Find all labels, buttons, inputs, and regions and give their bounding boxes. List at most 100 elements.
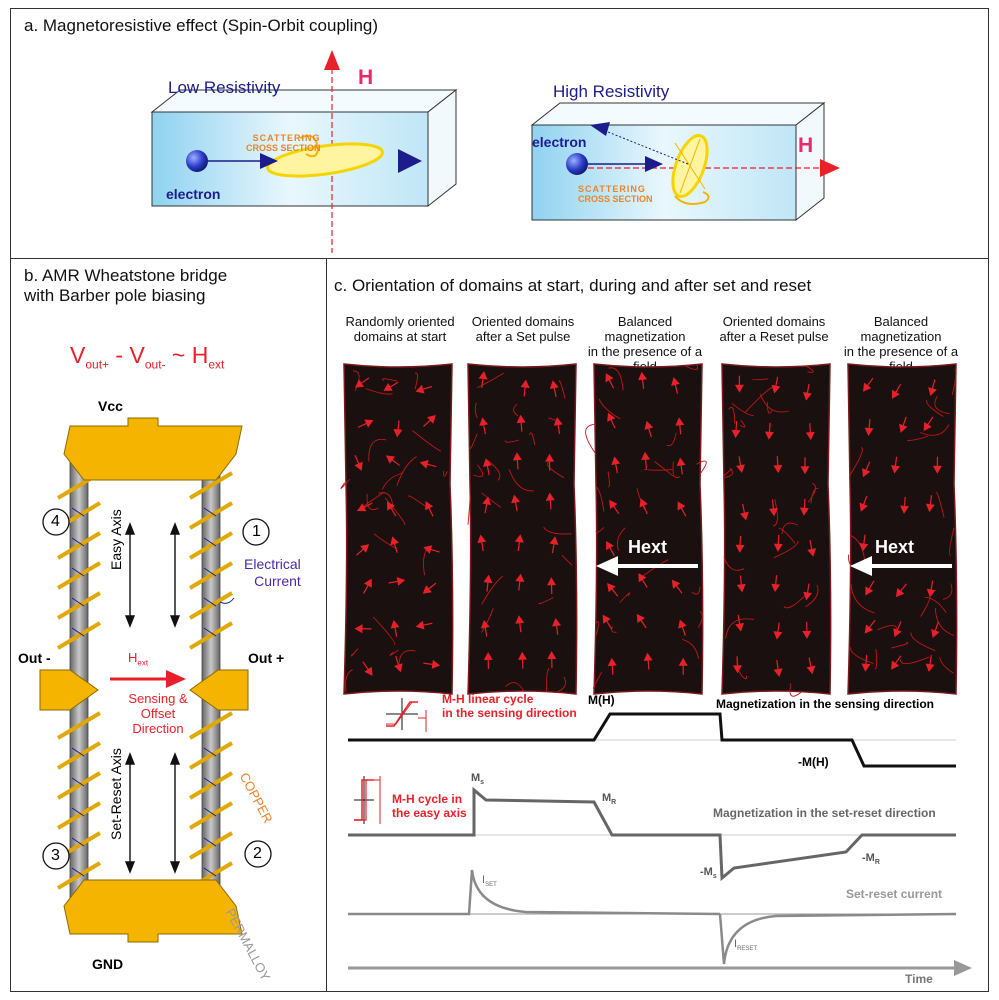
domain-arrow	[644, 420, 654, 438]
domain-wall	[389, 649, 399, 656]
domain-arrow	[638, 371, 648, 389]
domain-wall	[365, 388, 393, 395]
domain-wall	[556, 676, 566, 693]
domain-wall	[585, 423, 597, 455]
domain-wall	[513, 403, 519, 417]
domain-arrow	[799, 498, 809, 516]
domain-arrow	[865, 580, 875, 596]
domain-wall	[619, 592, 631, 603]
domain-wall	[561, 554, 573, 566]
domain-arrow	[862, 461, 871, 478]
domain-wall	[949, 527, 955, 557]
domain-arrow	[516, 414, 526, 432]
domain-wall	[849, 646, 874, 665]
domain-arrow	[354, 624, 372, 634]
domain-arrow	[931, 621, 940, 639]
domain-wall	[685, 364, 698, 370]
domain-wall	[643, 468, 673, 471]
domain-arrow	[602, 614, 613, 630]
domain-arrow	[607, 412, 616, 429]
domain-arrow	[425, 501, 434, 517]
domain-arrow	[740, 503, 749, 521]
domain-wall	[805, 365, 814, 373]
vcc-pad	[63, 417, 243, 481]
electrical-current-label: Electrical Current	[244, 556, 301, 589]
set-reset-direction-label: Magnetization in the set-reset direction	[713, 806, 936, 820]
domain-arrow	[638, 573, 648, 588]
domain-wall	[691, 586, 701, 595]
domain-wall	[477, 372, 504, 389]
out-plus-label: Out +	[248, 650, 285, 666]
domain-arrow	[545, 492, 555, 510]
domain-wall	[891, 641, 909, 649]
domain-arrow	[925, 495, 935, 513]
domain-wall	[616, 527, 626, 551]
mh-easy-inset	[354, 776, 381, 824]
domain-column-4	[721, 363, 832, 697]
domain-column-1	[340, 363, 454, 695]
domain-wall	[874, 649, 877, 670]
domain-arrow	[891, 383, 902, 399]
domain-wall	[382, 378, 398, 382]
domain-arrow	[802, 621, 812, 639]
domain-arrow	[390, 536, 399, 553]
neg-m-of-h-label: -M(H)	[798, 755, 829, 769]
domain-wall	[640, 559, 669, 578]
domain-arrow	[511, 494, 520, 512]
high-resistivity-label: High Resistivity	[553, 82, 670, 101]
domain-wall	[773, 540, 799, 559]
domain-arrow	[362, 661, 373, 676]
domain-wall	[781, 522, 798, 535]
panel-a-diagram	[150, 50, 840, 253]
domain-arrow	[735, 535, 745, 553]
domain-wall	[384, 497, 406, 526]
domain-wall	[737, 669, 748, 680]
domain-wall	[473, 464, 483, 478]
domain-wall	[529, 432, 536, 445]
domain-wall	[340, 478, 351, 489]
domain-wall	[467, 494, 471, 525]
low-resistivity-label: Low Resistivity	[168, 78, 281, 97]
domain-arrow	[611, 456, 621, 474]
domain-wall	[926, 399, 944, 417]
domain-arrow	[518, 651, 528, 669]
high-resistivity-box	[530, 101, 840, 222]
easy-axis-label: Easy Axis	[108, 509, 124, 570]
domain-wall	[595, 621, 600, 636]
domain-arrow	[803, 583, 813, 601]
domain-arrow	[482, 458, 492, 476]
domain-wall	[607, 471, 610, 488]
domain-arrow	[607, 583, 619, 597]
hext-arrow	[596, 556, 698, 576]
domain-wall	[414, 372, 418, 390]
ireset-label: IRESET	[734, 938, 758, 953]
domain-arrow	[357, 419, 374, 428]
domain-wall	[919, 424, 950, 436]
node-label-4: 4	[51, 513, 60, 530]
h-field-right-arrow	[820, 159, 840, 177]
hext-label-col5: Hext	[875, 537, 915, 557]
domain-wall	[731, 402, 754, 416]
domain-wall	[408, 495, 425, 507]
ms-label: Ms	[471, 772, 485, 787]
domain-wall	[443, 470, 448, 477]
domain-arrow	[547, 577, 557, 595]
domain-wall	[596, 486, 605, 512]
out-plus-pad	[189, 669, 249, 711]
domain-wall	[810, 487, 819, 504]
panel-b	[10, 258, 328, 992]
domain-arrow	[641, 451, 651, 469]
axis-arrows	[124, 522, 181, 874]
domain-arrow	[549, 380, 559, 398]
domain-arrow	[480, 619, 490, 637]
domain-wall	[939, 657, 955, 674]
domain-arrow	[864, 619, 876, 634]
barber-poles-right	[188, 471, 234, 890]
domain-wall	[396, 456, 417, 486]
domain-wall	[481, 492, 502, 508]
m-of-h-label: M(H)	[588, 693, 615, 707]
domain-arrow	[423, 415, 436, 427]
domain-wall	[352, 370, 360, 391]
